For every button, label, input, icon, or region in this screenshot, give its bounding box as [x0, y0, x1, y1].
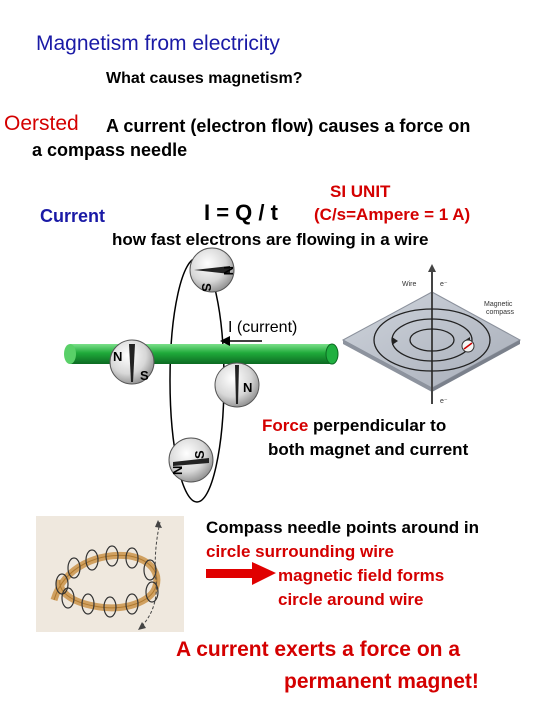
compass-points-line4: circle around wire — [278, 590, 424, 609]
current-arrow-label: I (current) — [228, 319, 297, 336]
compass-bottom-south-label: S — [192, 450, 207, 459]
compass-points-line1: Compass needle points around in — [206, 518, 479, 537]
current-description: how fast electrons are flowing in a wire — [112, 230, 429, 249]
si-unit-value: (C/s=Ampere = 1 A) — [314, 205, 471, 224]
current-arrow — [220, 336, 262, 346]
needle-top — [194, 266, 230, 274]
inset-electron-top: e⁻ — [440, 281, 448, 288]
needle-bottom — [173, 458, 209, 466]
current-label: Current — [40, 206, 106, 226]
compass-points-line2: circle surrounding wire — [206, 542, 394, 561]
compass-left: N S — [109, 339, 155, 385]
inset-electron-bottom: e⁻ — [440, 398, 448, 405]
current-formula: I = Q / t — [204, 200, 278, 225]
compass-top-north-label: N — [221, 266, 236, 275]
inset-compass-label-2: compass — [486, 309, 515, 316]
compass-right-north-label: N — [243, 380, 252, 395]
helix-photo — [36, 516, 184, 632]
page-title: Magnetism from electricity — [36, 32, 280, 55]
inset-wire-label: Wire — [402, 281, 416, 288]
needle-right — [235, 365, 239, 404]
conclusion-line1: A current exerts a force on a — [176, 638, 460, 661]
oersted-statement-line2: a compass needle — [32, 140, 188, 160]
compass-bottom: N S — [168, 437, 214, 483]
force-highlight: Force — [262, 416, 309, 435]
compass-top: N S — [189, 247, 236, 293]
force-statement-line2: both magnet and current — [268, 440, 469, 459]
compass-bottom-north-label: N — [170, 466, 185, 475]
conclusion-line2: permanent magnet! — [284, 670, 479, 693]
needle-left — [129, 344, 135, 382]
si-unit-label: SI UNIT — [330, 182, 391, 201]
inset-compass-label-1: Magnetic — [484, 301, 513, 308]
oersted-name: Oersted — [4, 112, 79, 135]
force-rest: perpendicular to — [308, 416, 447, 435]
compass-top-south-label: S — [199, 283, 214, 292]
compass-right: N — [214, 362, 260, 408]
question-heading: What causes magnetism? — [106, 70, 303, 87]
compass-points-line3: magnetic field forms — [278, 566, 445, 585]
oersted-statement-line1: A current (electron flow) causes a force… — [106, 116, 471, 136]
compass-left-south-label: S — [140, 368, 149, 383]
red-arrow — [206, 562, 276, 585]
inset-plate-diagram: Wire e⁻ e⁻ Magnetic compass — [341, 264, 522, 405]
wire — [64, 343, 339, 365]
compass-left-north-label: N — [113, 349, 122, 364]
force-statement-line1: Force perpendicular to — [262, 416, 446, 436]
